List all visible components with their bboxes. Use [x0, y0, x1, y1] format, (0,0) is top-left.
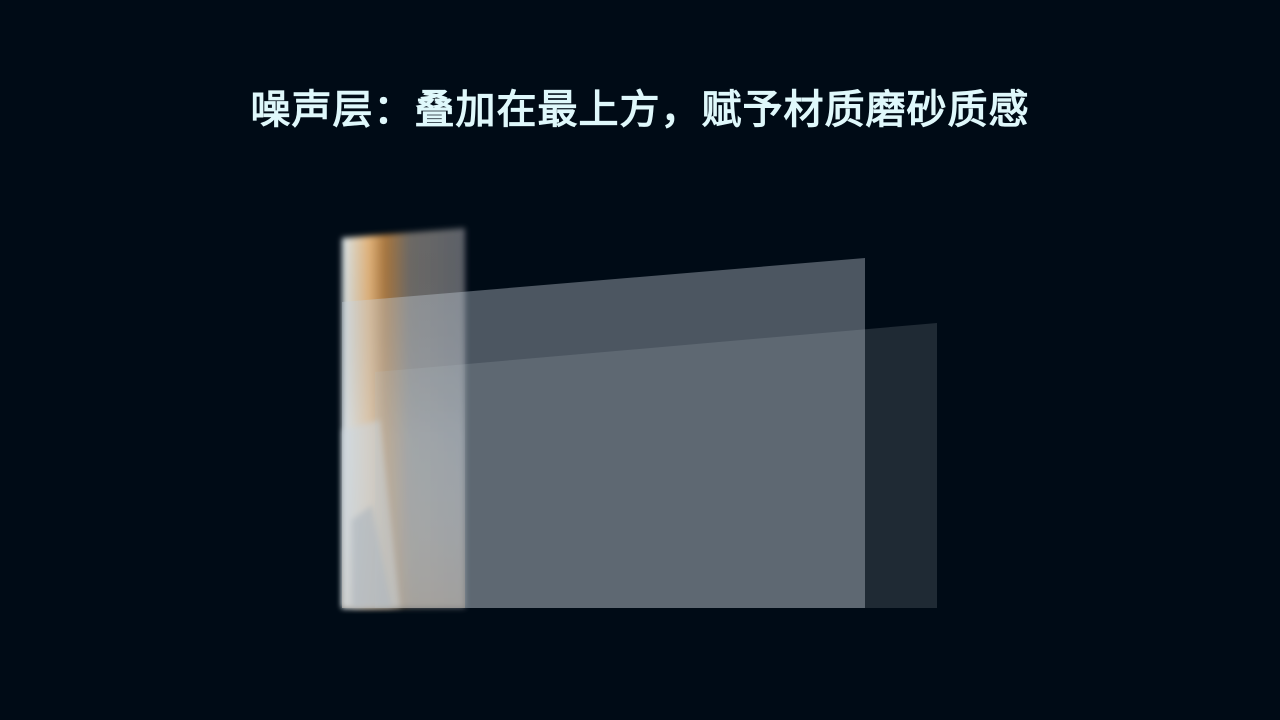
- frosted-glass-pane-icon: [342, 258, 865, 608]
- noise-overlay-pane-icon: [375, 323, 937, 608]
- image-layer: [342, 228, 465, 608]
- noise-layer: [375, 323, 937, 608]
- glass-layer: [342, 258, 865, 608]
- slide-title: 噪声层：叠加在最上方，赋予材质磨砂质感: [250, 87, 1030, 133]
